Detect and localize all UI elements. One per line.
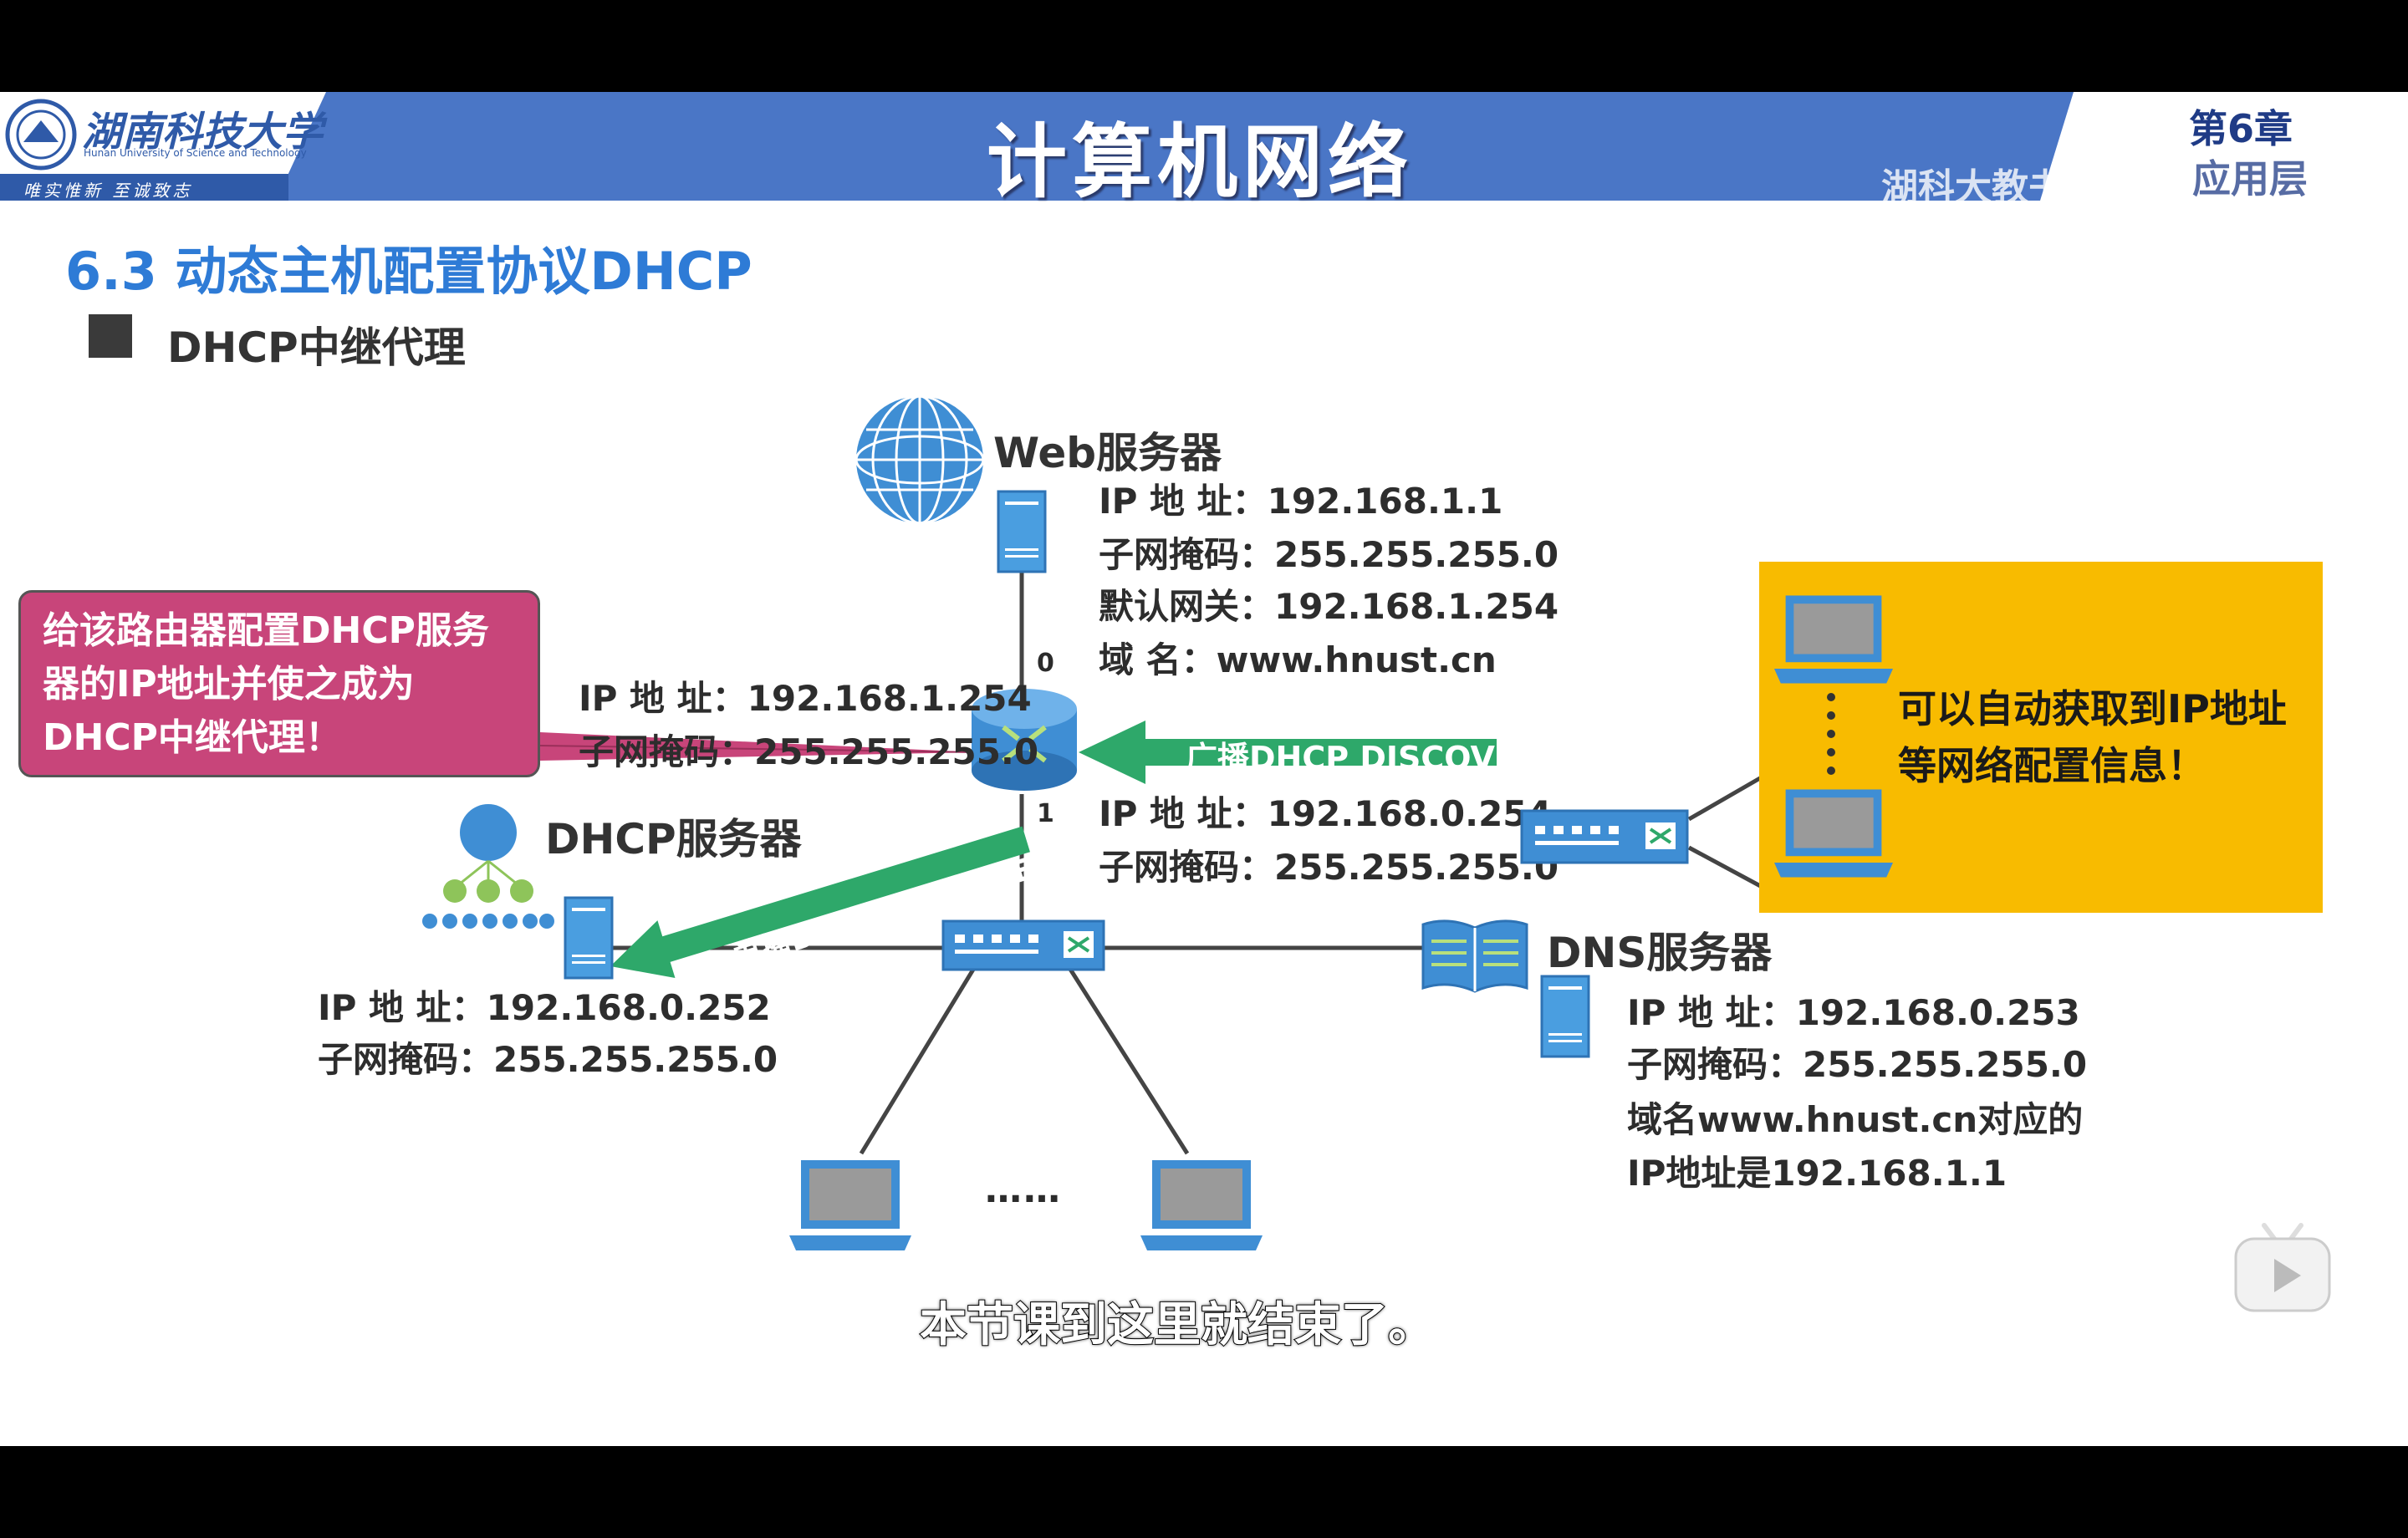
dns-server-note-line2: IP地址是192.168.1.1 (1627, 1153, 2008, 1194)
dhcp-server-mask: 子网掩码：255.255.255.0 (318, 1039, 778, 1080)
course-title: 计算机网络 (987, 115, 1413, 209)
broadcast-label: 广播DHCP DISCOVER (1186, 740, 1542, 777)
subsection-title: DHCP中继代理 (167, 323, 466, 372)
laptop-icon (1140, 1160, 1263, 1250)
more-hosts-ellipsis: …… (985, 1169, 1062, 1211)
chapter-topic: 应用层 (2192, 156, 2308, 201)
university-name-en: Hunan University of Science and Technolo… (84, 147, 307, 159)
router-if1-mask: 子网掩码：255.255.255.0 (1099, 847, 1559, 888)
dns-server-tower-icon (1540, 975, 1590, 1058)
vertical-dots-icon (1827, 693, 1835, 775)
dhcp-server-ip: IP 地 址：192.168.0.252 (318, 987, 771, 1028)
video-subtitle: 本节课到这里就结束了。 (919, 1297, 1436, 1353)
laptop-icon (789, 1160, 911, 1250)
upper-switch-icon (1520, 809, 1689, 864)
relay-config-callout: 给该路由器配置DHCP服务器的IP地址并使之成为DHCP中继代理！ (18, 590, 540, 777)
university-logo: 湖南科技大学 Hunan University of Science and T… (0, 92, 326, 201)
router-if0-mask: 子网掩码：255.255.255.0 (579, 731, 1039, 772)
broadcast-arrow-icon (1079, 721, 1497, 784)
router-icon (972, 689, 1077, 791)
video-player-logo-icon[interactable] (2231, 1217, 2334, 1316)
router-port-0: 0 (1037, 649, 1054, 678)
dhcp-hierarchy-icon (422, 804, 554, 929)
globe-icon (855, 395, 985, 525)
dhcp-server-tower-icon (564, 896, 614, 980)
web-server-gateway: 默认网关：192.168.1.254 (1099, 586, 1559, 627)
dns-server-label: DNS服务器 (1547, 929, 1773, 977)
dns-server-mask: 子网掩码：255.255.255.0 (1627, 1044, 2088, 1085)
auto-config-note: 可以自动获取到IP地址等网络配置信息！ (1898, 686, 2287, 788)
web-server-mask: 子网掩码：255.255.255.0 (1099, 534, 1559, 575)
university-seal-icon (5, 99, 77, 171)
router-if0-ip: IP 地 址：192.168.1.254 (579, 678, 1032, 719)
unicast-arrow-icon (610, 826, 1030, 978)
university-name-cn: 湖南科技大学 (82, 109, 324, 155)
web-server-ip: IP 地 址：192.168.1.1 (1099, 481, 1503, 522)
section-title: 6.3 动态主机配置协议DHCP (65, 241, 752, 302)
bullet-square (89, 314, 132, 358)
dns-server-ip: IP 地 址：192.168.0.253 (1627, 992, 2080, 1033)
router-port-1: 1 (1037, 799, 1054, 828)
dns-book-icon (1421, 919, 1528, 993)
chapter-number: 第6章 (2189, 106, 2293, 151)
web-server-tower-icon (997, 490, 1047, 573)
watermark: 湖科大教书匠 (1881, 166, 2102, 209)
web-server-label: Web服务器 (993, 429, 1222, 477)
lower-switch-icon (941, 919, 1105, 971)
dhcp-server-label: DHCP服务器 (545, 815, 802, 863)
dns-server-note-line1: 域名www.hnust.cn对应的 (1627, 1099, 2084, 1140)
web-server-domain: 域 名：www.hnust.cn (1099, 639, 1497, 680)
laptop-icon (1774, 789, 1893, 878)
university-motto: 唯实惟新 至诚致志 (23, 181, 193, 201)
header-banner (0, 92, 2408, 201)
router-if1-ip: IP 地 址：192.168.0.254 (1099, 793, 1552, 834)
slide: 湖南科技大学 Hunan University of Science and T… (0, 92, 2408, 1446)
laptop-icon (1774, 595, 1893, 684)
